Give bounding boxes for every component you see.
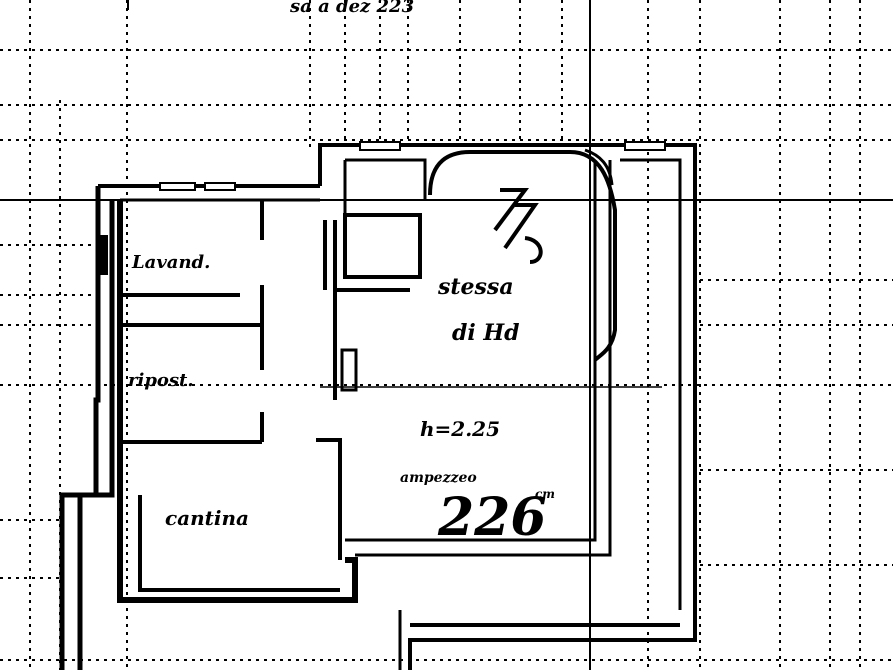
room-label-cantina: cantina [165,506,249,530]
room-label-di-hd: di Hd [452,320,520,346]
annotation-large: 226 [437,487,547,548]
window-marks [100,141,666,275]
annotation-small: ampezzeo [400,470,477,486]
room-label-ripost: ripost. [128,370,194,391]
top-caption: sa a dez 223 [289,0,414,17]
room-label-lavand: Lavand. [131,252,210,273]
sketch-arrow-icon [493,188,543,264]
annotation-unit: cm [535,487,555,501]
height-note: h=2.25 [420,417,500,441]
walls [59,143,697,670]
room-label-stessa: stessa [437,274,514,300]
